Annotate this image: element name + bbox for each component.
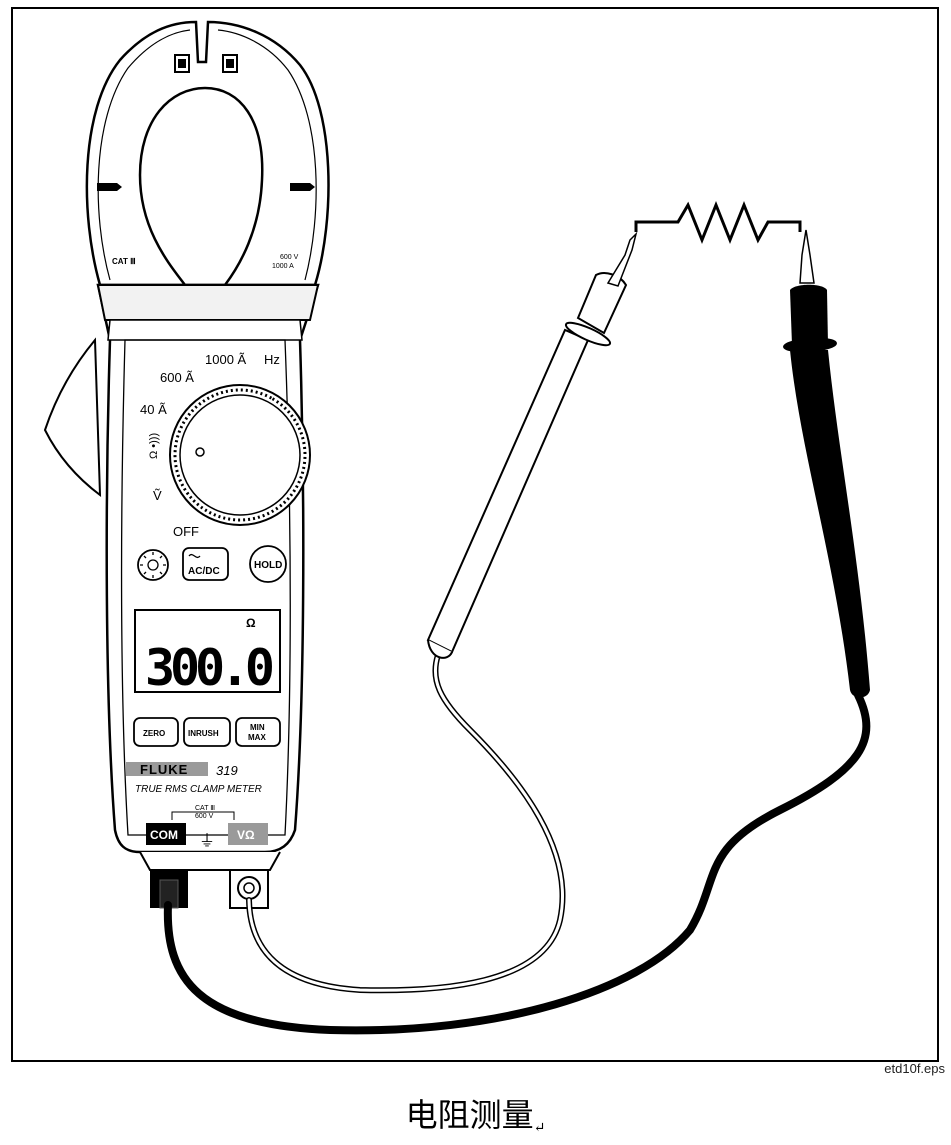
dial-position-ohm: Ω •)))	[148, 433, 160, 459]
black-probe-tip	[799, 229, 815, 284]
grey-probe-guard	[564, 321, 612, 347]
acdc-label: AC/DC	[188, 566, 220, 577]
backlight-icon	[147, 559, 159, 571]
black-test-probe	[783, 229, 870, 698]
dial-knurl	[173, 388, 307, 522]
vohm-terminal-label-bg	[228, 823, 268, 845]
ground-icon: ⏚	[199, 831, 215, 850]
com-terminal-label: COM	[150, 828, 178, 842]
dial-pointer	[195, 447, 205, 457]
caption-text: 电阻测量	[405, 1096, 534, 1134]
resistor-icon	[634, 200, 802, 245]
dial-position-600a: 600 Ã	[160, 370, 194, 385]
meter-subtitle: TRUE RMS CLAMP METER	[135, 784, 262, 795]
ac-wave-icon	[188, 553, 201, 559]
jaw-arrow-right-icon	[290, 183, 315, 191]
grey-test-probe	[426, 231, 638, 659]
inrush-label: INRUSH	[188, 729, 219, 738]
lcd-reading: 300.0	[145, 639, 275, 697]
jaw-rating-current: 1000 A	[272, 263, 294, 270]
hold-button[interactable]: HOLD	[249, 545, 287, 583]
jaw-arrow-left-icon	[97, 183, 122, 191]
dial-position-hz: Hz	[264, 352, 280, 367]
zero-label: ZERO	[143, 729, 165, 738]
dial-position-40a: 40 Ã	[140, 402, 167, 417]
zero-button[interactable]: ZERO	[133, 717, 179, 747]
acdc-button[interactable]: AC/DC	[182, 547, 229, 581]
inrush-button[interactable]: INRUSH	[183, 717, 231, 747]
brand-plate	[126, 762, 208, 776]
figure-file-reference: etd10f.eps	[884, 1061, 945, 1076]
lcd-unit: Ω	[246, 616, 256, 630]
minmax-button[interactable]: MIN MAX	[235, 717, 281, 747]
dial-position-1000a: 1000 Ã	[205, 352, 247, 367]
jaw-rating-voltage: 600 V	[280, 254, 299, 261]
jaw-trigger	[43, 337, 102, 498]
grey-probe-tip	[606, 231, 638, 287]
vohm-terminal-label: VΩ	[237, 828, 255, 842]
clamp-meter: CAT Ⅲ 600 V 1000 A 1000 Ã Hz 600 Ã 40 Ã …	[43, 20, 330, 909]
com-terminal-label-bg	[146, 823, 186, 845]
return-mark-icon: ↵	[533, 1120, 546, 1136]
dial-position-off: OFF	[173, 524, 199, 539]
backlight-button[interactable]	[137, 549, 169, 581]
jaw-cat-label: CAT Ⅲ	[112, 257, 136, 266]
figure-caption: 电阻测量↵	[0, 1090, 951, 1136]
lcd-display: Ω 300.0	[134, 609, 281, 697]
terminal-volt-rating: 600 V	[195, 813, 214, 820]
brand-name: FLUKE	[140, 762, 188, 777]
dial-position-volts: Ṽ	[153, 488, 162, 503]
hand-guard	[96, 284, 320, 321]
black-test-lead-cable	[163, 691, 871, 1035]
rotary-dial[interactable]	[151, 366, 329, 544]
model-number: 319	[216, 763, 238, 778]
hold-label: HOLD	[254, 560, 282, 571]
terminal-cat-rating: CAT Ⅲ	[195, 805, 215, 812]
grey-test-lead-cable	[247, 653, 564, 992]
max-label: MAX	[248, 733, 266, 742]
min-label: MIN	[250, 723, 265, 732]
